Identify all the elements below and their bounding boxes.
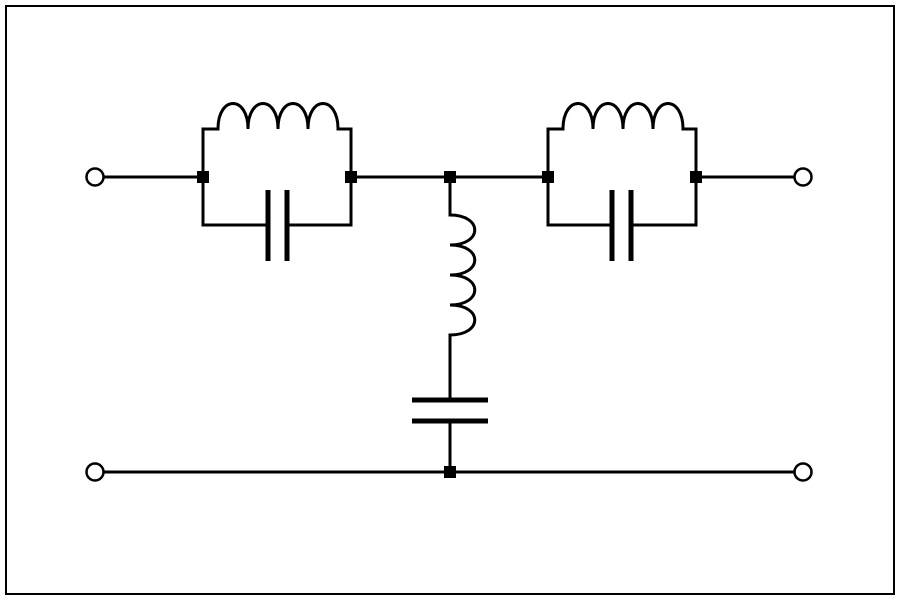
left-tank-inductor xyxy=(216,102,340,131)
terminal-input-bottom xyxy=(85,462,105,482)
junction-dot xyxy=(197,171,209,183)
terminal-input-top xyxy=(85,167,105,187)
junction-dot xyxy=(444,171,456,183)
right-tank-capacitor-lead-right xyxy=(629,175,698,227)
left-tank-capacitor-leads xyxy=(201,175,270,227)
left-tank-circuit xyxy=(201,102,353,227)
left-tank-inductor-leads xyxy=(201,127,220,179)
right-tank-circuit xyxy=(546,102,698,227)
shunt-branch xyxy=(448,175,477,474)
right-tank-capacitor-lead-left xyxy=(546,175,614,227)
right-tank-inductor-lead-left xyxy=(546,127,565,179)
left-tank-inductor-lead-right xyxy=(336,127,353,179)
terminal-output-top xyxy=(793,167,813,187)
junction-dot xyxy=(690,171,702,183)
right-tank-inductor xyxy=(561,102,685,131)
right-tank-inductor-lead-right xyxy=(681,127,698,179)
junction-dot xyxy=(345,171,357,183)
junction-dot xyxy=(444,466,456,478)
left-tank-capacitor-lead-right xyxy=(285,175,353,227)
junction-dot xyxy=(542,171,554,183)
terminal-output-bottom xyxy=(793,462,813,482)
shunt-inductor xyxy=(448,213,477,337)
diagram-frame xyxy=(5,5,895,595)
